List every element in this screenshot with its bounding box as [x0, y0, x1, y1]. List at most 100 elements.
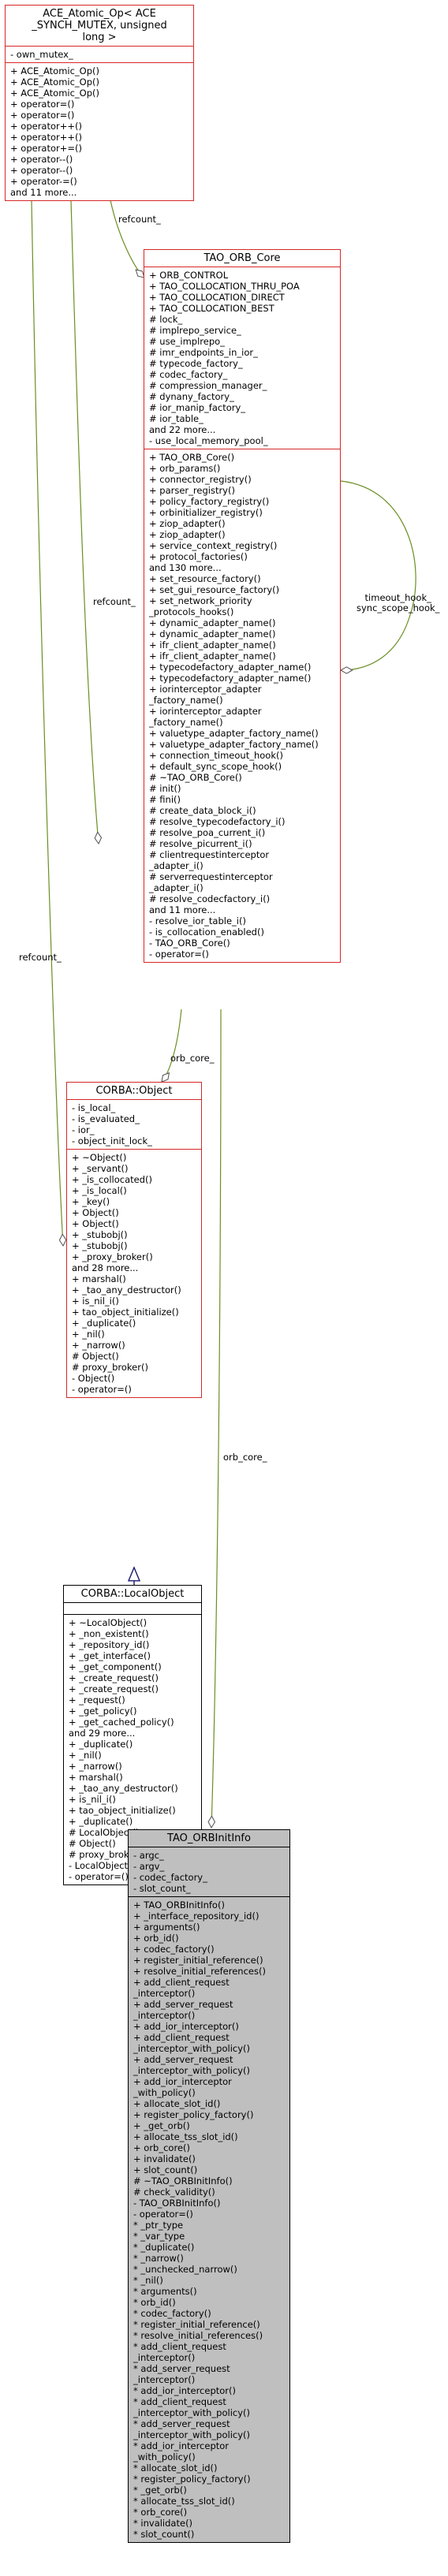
- member-item: - TAO_ORB_Core(): [149, 938, 230, 949]
- member-item: + _repository_id(): [69, 1639, 150, 1650]
- member-item: # ~TAO_ORBInitInfo(): [133, 2175, 233, 2186]
- attributes-section: [64, 1603, 201, 1615]
- member-item: + operator--(): [10, 165, 73, 176]
- member-item: + register_policy_factory(): [133, 2109, 254, 2120]
- member-item: + _get_orb(): [133, 2120, 190, 2131]
- member-item: + arguments(): [133, 1922, 200, 1933]
- member-item: + valuetype_adapter_factory_name(): [149, 728, 319, 739]
- member-item: # Object(): [69, 1838, 116, 1849]
- label-orb-core-short: orb_core_: [170, 1053, 215, 1064]
- methods-section: + ACE_Atomic_Op()+ ACE_Atomic_Op()+ ACE_…: [6, 63, 193, 200]
- member-item: * register_initial_reference(): [133, 2319, 260, 2330]
- class-title: TAO_ORBInitInfo: [129, 1830, 289, 1847]
- member-item: + ACE_Atomic_Op(): [10, 76, 100, 88]
- member-item: # init(): [149, 783, 181, 794]
- member-item: + add_client_request _interceptor_with_p…: [133, 2032, 250, 2054]
- member-item: + typecodefactory_adapter_name(): [149, 673, 312, 684]
- methods-section: + TAO_ORB_Core()+ orb_params()+ connecto…: [144, 449, 340, 962]
- member-item: * register_policy_factory(): [133, 2473, 251, 2485]
- edge-refcount-object: [70, 199, 103, 845]
- attributes-section: - argc_- argv_- codec_factory_- slot_cou…: [129, 1847, 289, 1897]
- member-item: - operator=(): [149, 949, 209, 960]
- member-item: + ACE_Atomic_Op(): [10, 65, 100, 76]
- member-item: # use_implrepo_: [149, 336, 225, 347]
- member-item: + operator-=(): [10, 176, 77, 187]
- member-item: + policy_factory_registry(): [149, 496, 270, 507]
- member-item: + _stubobj(): [72, 1229, 128, 1240]
- member-item: - ior_: [72, 1124, 95, 1135]
- member-item: * orb_core(): [133, 2507, 188, 2518]
- member-item: + _duplicate(): [72, 1318, 136, 1329]
- member-item: * _get_orb(): [133, 2485, 187, 2496]
- label-refcount-mid: refcount_: [93, 596, 136, 607]
- member-item: + add_server_request _interceptor_with_p…: [133, 2054, 250, 2076]
- member-item: + protocol_factories(): [149, 551, 248, 562]
- member-item: * add_client_request _interceptor(): [133, 2341, 226, 2363]
- member-item: + _narrow(): [72, 1340, 125, 1351]
- member-item: + connector_registry(): [149, 474, 252, 485]
- attributes-section: + ORB_CONTROL+ TAO_COLLOCATION_THRU_POA+…: [144, 267, 340, 449]
- member-item: - LocalObject(): [69, 1860, 136, 1871]
- member-item: and 11 more...: [149, 904, 216, 915]
- member-item: and 130 more...: [149, 562, 222, 573]
- member-item: + TAO_ORBInitInfo(): [133, 1899, 225, 1911]
- member-item: + _create_request(): [69, 1683, 159, 1694]
- member-item: # resolve_picurrent_i(): [149, 838, 252, 849]
- member-item: + operator--(): [10, 154, 73, 165]
- member-item: + is_nil_i(): [72, 1295, 119, 1307]
- member-item: + iorinterceptor_adapter _factory_name(): [149, 684, 262, 706]
- member-item: + slot_count(): [133, 2164, 198, 2175]
- member-item: # ior_manip_factory_: [149, 402, 246, 413]
- member-item: # proxy_broker(): [72, 1362, 148, 1373]
- member-item: + dynamic_adapter_name(): [149, 617, 276, 628]
- class-corba-object[interactable]: CORBA::Object - is_local_- is_evaluated_…: [66, 1082, 202, 1398]
- label-self-hooks: timeout_hook_ sync_scope_hook_: [357, 592, 440, 613]
- class-tao-orbinitinfo[interactable]: TAO_ORBInitInfo - argc_- argv_- codec_fa…: [128, 1829, 290, 2543]
- member-item: + add_server_request _interceptor(): [133, 1999, 233, 2021]
- member-item: - operator=(): [72, 1384, 132, 1395]
- member-item: * codec_factory(): [133, 2308, 211, 2319]
- class-ace-atomic-op[interactable]: ACE_Atomic_Op< ACE _SYNCH_MUTEX, unsigne…: [5, 5, 194, 201]
- member-item: + set_gui_resource_factory(): [149, 584, 280, 595]
- member-item: + service_context_registry(): [149, 540, 278, 551]
- member-item: - argc_: [133, 1850, 164, 1861]
- member-item: + _get_cached_policy(): [69, 1717, 174, 1728]
- member-item: + _narrow(): [69, 1761, 122, 1772]
- label-refcount-top: refcount_: [118, 214, 161, 225]
- member-item: * _unchecked_narrow(): [133, 2264, 237, 2275]
- member-item: + _get_component(): [69, 1661, 162, 1672]
- member-item: # resolve_poa_current_i(): [149, 827, 266, 838]
- member-item: and 11 more...: [10, 187, 77, 198]
- member-item: and 28 more...: [72, 1262, 139, 1273]
- member-item: # implrepo_service_: [149, 325, 241, 336]
- member-item: + Object(): [72, 1218, 119, 1229]
- member-item: + typecodefactory_adapter_name(): [149, 662, 312, 673]
- member-item: + ~Object(): [72, 1152, 127, 1163]
- member-item: + iorinterceptor_adapter _factory_name(): [149, 706, 262, 728]
- class-title: CORBA::LocalObject: [64, 1586, 201, 1603]
- member-item: + operator=(): [10, 99, 75, 110]
- member-item: + invalidate(): [133, 2153, 196, 2164]
- member-item: + orb_core(): [133, 2142, 190, 2153]
- member-item: and 29 more...: [69, 1728, 136, 1739]
- member-item: + connection_timeout_hook(): [149, 750, 283, 761]
- class-tao-orb-core[interactable]: TAO_ORB_Core + ORB_CONTROL+ TAO_COLLOCAT…: [144, 249, 341, 963]
- member-item: + operator+=(): [10, 143, 82, 154]
- member-item: + marshal(): [69, 1772, 123, 1783]
- member-item: # lock_: [149, 314, 183, 325]
- member-item: + _get_policy(): [69, 1706, 137, 1717]
- member-item: + add_ior_interceptor _with_policy(): [133, 2076, 232, 2098]
- member-item: + dynamic_adapter_name(): [149, 628, 276, 639]
- edge-self-hooks: [339, 480, 416, 674]
- member-item: # typecode_factory_: [149, 358, 243, 369]
- member-item: + ziop_adapter(): [149, 529, 226, 540]
- member-item: + _tao_any_destructor(): [72, 1284, 181, 1295]
- member-item: + TAO_COLLOCATION_DIRECT: [149, 292, 285, 303]
- member-item: + default_sync_scope_hook(): [149, 761, 282, 772]
- class-title: TAO_ORB_Core: [144, 250, 340, 267]
- member-item: - argv_: [133, 1861, 165, 1872]
- member-item: + orb_params(): [149, 463, 221, 474]
- edge-refcount-orb-core: [110, 199, 145, 278]
- methods-section: + TAO_ORBInitInfo()+ _interface_reposito…: [129, 1897, 289, 2542]
- member-item: * slot_count(): [133, 2529, 195, 2540]
